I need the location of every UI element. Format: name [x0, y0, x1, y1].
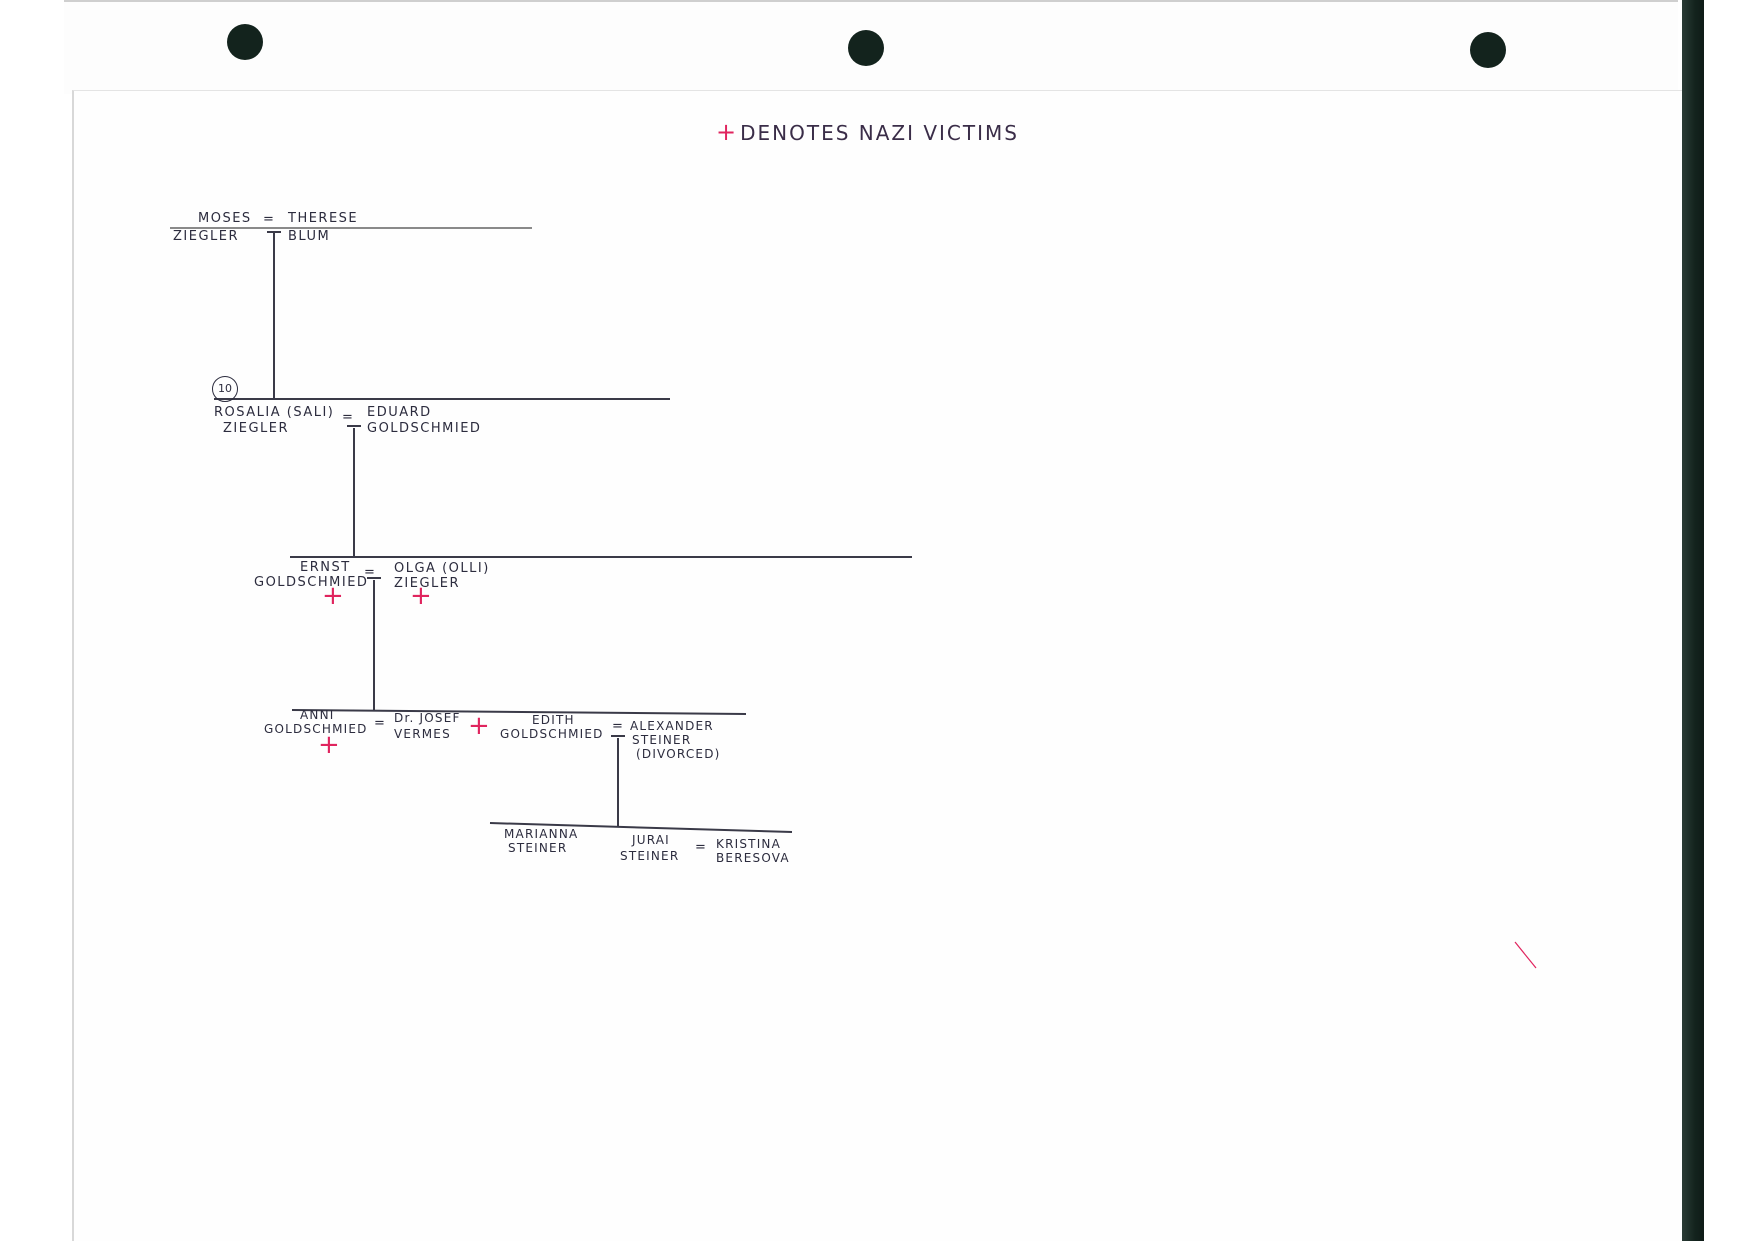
kristina-first-name: KRISTINA: [716, 837, 782, 851]
josef-last-name: VERMES: [394, 727, 451, 741]
marriage-symbol: =: [374, 716, 387, 731]
kristina-last-name: BERESOVA: [716, 851, 790, 865]
alexander-last-name: STEINER: [632, 733, 692, 747]
victim-marker-anni: +: [318, 730, 340, 760]
marriage-symbol: =: [263, 212, 276, 227]
rosalia-last-name: ZIEGLER: [223, 421, 290, 436]
victim-marker-ernst: +: [322, 581, 344, 611]
therese-last-name: BLUM: [288, 229, 331, 244]
ernst-first-name: ERNST: [300, 560, 351, 575]
eduard-last-name: GOLDSCHMIED: [367, 421, 482, 436]
jurai-last-name: STEINER: [620, 849, 680, 863]
edith-first-name: EDITH: [532, 713, 575, 727]
josef-first-name: Dr. JOSEF: [394, 711, 461, 725]
punch-hole-right: [1470, 32, 1506, 68]
moses-last-name: ZIEGLER: [173, 229, 240, 244]
legend: +DENOTES NAZI VICTIMS: [716, 118, 1019, 146]
edith-last-name: GOLDSCHMIED: [500, 727, 604, 741]
therese-first-name: THERESE: [288, 211, 359, 226]
victim-marker-olga: +: [410, 581, 432, 611]
alexander-first-name: ALEXANDER: [630, 719, 714, 733]
generation-number: 10: [212, 376, 238, 402]
jurai-first-name: JURAI: [632, 833, 670, 847]
alexander-note: (DIVORCED): [636, 747, 721, 761]
paper-sheet: [72, 90, 1688, 1241]
marianna-last-name: STEINER: [508, 841, 568, 855]
rosalia-first-name: ROSALIA (SALI): [214, 405, 335, 420]
marriage-symbol: =: [342, 410, 355, 425]
marriage-symbol: =: [695, 840, 708, 855]
anni-last-name: GOLDSCHMIED: [264, 722, 368, 736]
victim-cross-icon: +: [716, 118, 739, 146]
marianna-first-name: MARIANNA: [504, 827, 579, 841]
legend-text: DENOTES NAZI VICTIMS: [740, 121, 1019, 145]
marriage-symbol: =: [612, 719, 625, 734]
punch-hole-center: [848, 30, 884, 66]
marriage-symbol: =: [364, 565, 377, 580]
moses-first-name: MOSES: [198, 211, 252, 226]
anni-first-name: ANNI: [300, 708, 335, 722]
binder-edge: [1682, 0, 1704, 1241]
eduard-first-name: EDUARD: [367, 405, 432, 420]
victim-marker-josef: +: [468, 711, 490, 741]
punch-hole-left: [227, 24, 263, 60]
olga-last-name: ZIEGLER: [394, 576, 461, 591]
ernst-last-name: GOLDSCHMIED: [254, 575, 369, 590]
olga-first-name: OLGA (OLLI): [394, 561, 490, 576]
